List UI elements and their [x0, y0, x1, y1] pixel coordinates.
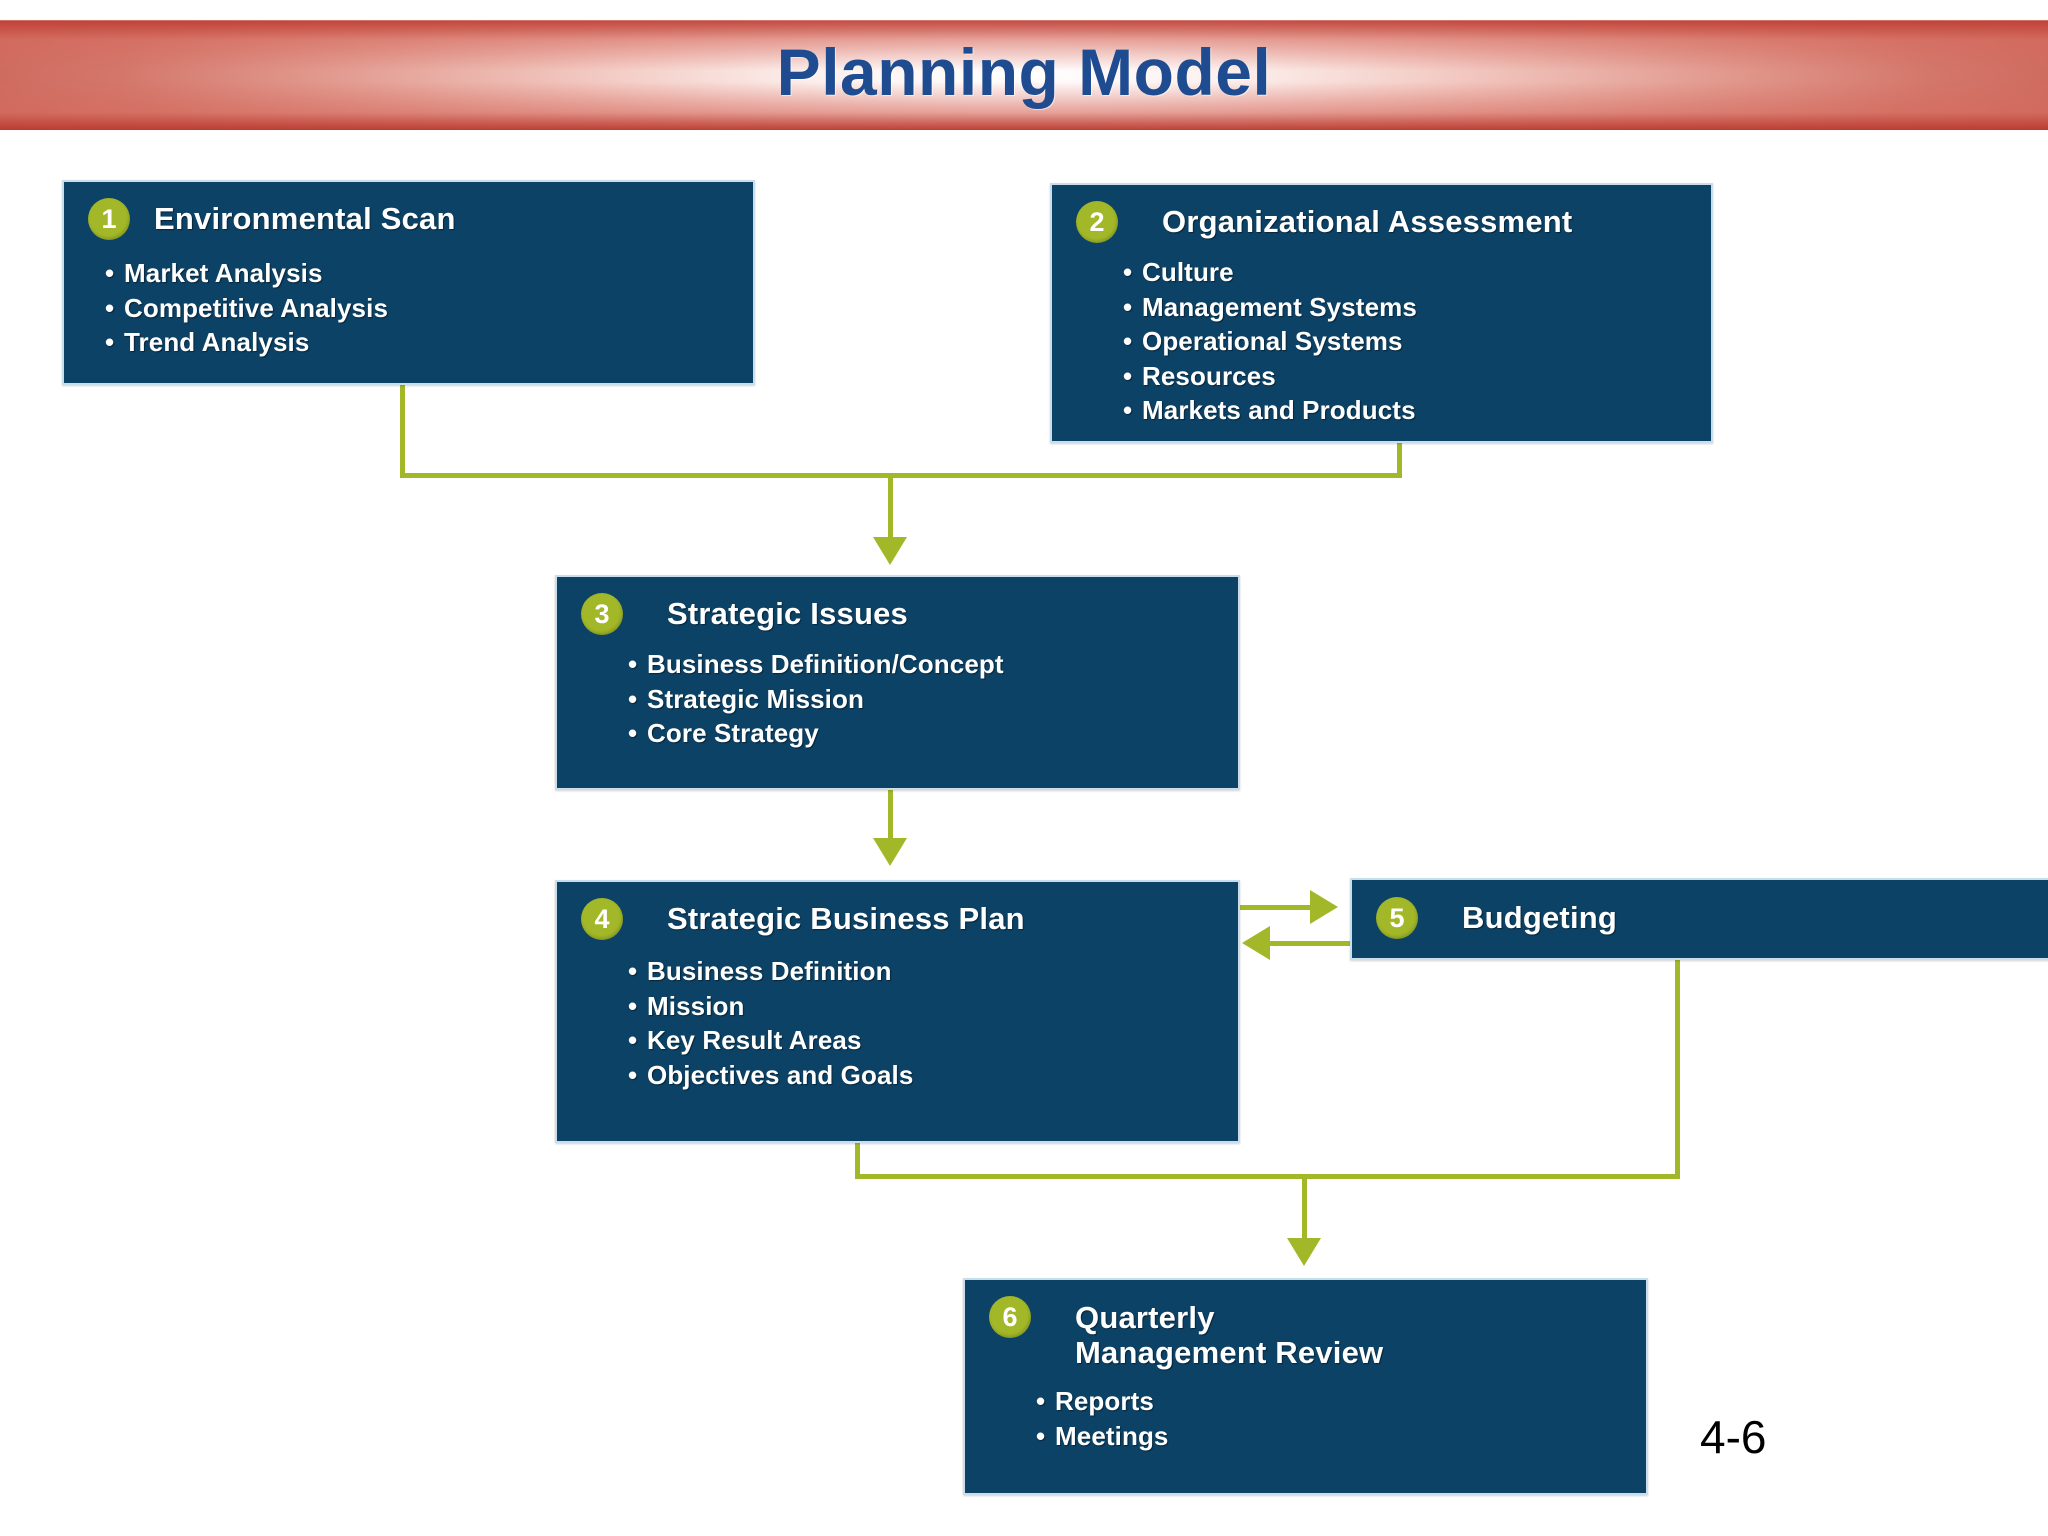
box-title: Strategic Business Plan: [667, 901, 1025, 936]
box-title: Organizational Assessment: [1162, 204, 1573, 239]
step-number-badge: 1: [88, 198, 130, 240]
connector-to-box3-stem: [888, 473, 893, 541]
step-number-badge: 4: [581, 898, 623, 940]
arrow-into-box5: [1310, 890, 1338, 924]
connector-box3-to-box4-stem: [888, 790, 893, 840]
list-item: Meetings: [1055, 1419, 1646, 1454]
list-item: Markets and Products: [1142, 393, 1711, 428]
list-item: Business Definition: [647, 954, 1238, 989]
list-item: Strategic Mission: [647, 682, 1238, 717]
list-item: Objectives and Goals: [647, 1058, 1238, 1093]
connector-box2-down: [1397, 443, 1402, 477]
box-bullet-list: Reports Meetings: [965, 1384, 1646, 1453]
box-header: 1 Environmental Scan: [64, 182, 753, 240]
box-title: Quarterly Management Review: [1075, 1300, 1384, 1370]
step-number-badge: 5: [1376, 897, 1418, 939]
box-bullet-list: Business Definition Mission Key Result A…: [557, 954, 1238, 1092]
box-title: Strategic Issues: [667, 596, 908, 631]
connector-box4-to-box5: [1240, 905, 1312, 910]
arrow-into-box6: [1287, 1238, 1321, 1266]
arrow-into-box4: [873, 838, 907, 866]
process-box-budgeting[interactable]: 5 Budgeting: [1350, 878, 2048, 960]
process-box-strategic-issues[interactable]: 3 Strategic Issues Business Definition/C…: [555, 575, 1240, 790]
list-item: Market Analysis: [124, 256, 753, 291]
box-bullet-list: Business Definition/Concept Strategic Mi…: [557, 647, 1238, 751]
page-number: 4-6: [1700, 1411, 1767, 1463]
connector-box4-down: [855, 1143, 860, 1179]
box-header: 3 Strategic Issues: [557, 577, 1238, 635]
list-item: Mission: [647, 989, 1238, 1024]
process-box-organizational-assessment[interactable]: 2 Organizational Assessment Culture Mana…: [1050, 183, 1713, 443]
connector-junction-bottom: [855, 1174, 1680, 1179]
step-number-badge: 3: [581, 593, 623, 635]
box-title: Environmental Scan: [154, 201, 456, 236]
box-bullet-list: Market Analysis Competitive Analysis Tre…: [64, 256, 753, 360]
title-banner: Planning Model: [0, 20, 2048, 130]
process-box-environmental-scan[interactable]: 1 Environmental Scan Market Analysis Com…: [62, 180, 755, 385]
box-header: 6 Quarterly Management Review: [965, 1280, 1646, 1370]
list-item: Operational Systems: [1142, 324, 1711, 359]
arrow-into-box3: [873, 537, 907, 565]
step-number-badge: 6: [989, 1296, 1031, 1338]
list-item: Reports: [1055, 1384, 1646, 1419]
step-number-badge: 2: [1076, 201, 1118, 243]
connector-box5-to-box4: [1270, 941, 1352, 946]
list-item: Business Definition/Concept: [647, 647, 1238, 682]
connector-to-box6-stem: [1302, 1174, 1307, 1242]
page-title: Planning Model: [776, 35, 1272, 109]
connector-junction-top: [400, 473, 1402, 478]
box-title: Budgeting: [1462, 900, 1618, 935]
box-header: 4 Strategic Business Plan: [557, 882, 1238, 940]
process-box-quarterly-management-review[interactable]: 6 Quarterly Management Review Reports Me…: [963, 1278, 1648, 1495]
list-item: Culture: [1142, 255, 1711, 290]
list-item: Core Strategy: [647, 716, 1238, 751]
list-item: Key Result Areas: [647, 1023, 1238, 1058]
list-item: Resources: [1142, 359, 1711, 394]
list-item: Management Systems: [1142, 290, 1711, 325]
list-item: Trend Analysis: [124, 325, 753, 360]
box-bullet-list: Culture Management Systems Operational S…: [1052, 255, 1711, 428]
box-header: 2 Organizational Assessment: [1052, 185, 1711, 243]
list-item: Competitive Analysis: [124, 291, 753, 326]
connector-box5-down: [1675, 960, 1680, 1179]
process-box-strategic-business-plan[interactable]: 4 Strategic Business Plan Business Defin…: [555, 880, 1240, 1143]
box-header: 5 Budgeting: [1352, 880, 2048, 939]
arrow-into-box4-from-box5: [1242, 926, 1270, 960]
connector-box1-down: [400, 385, 405, 477]
